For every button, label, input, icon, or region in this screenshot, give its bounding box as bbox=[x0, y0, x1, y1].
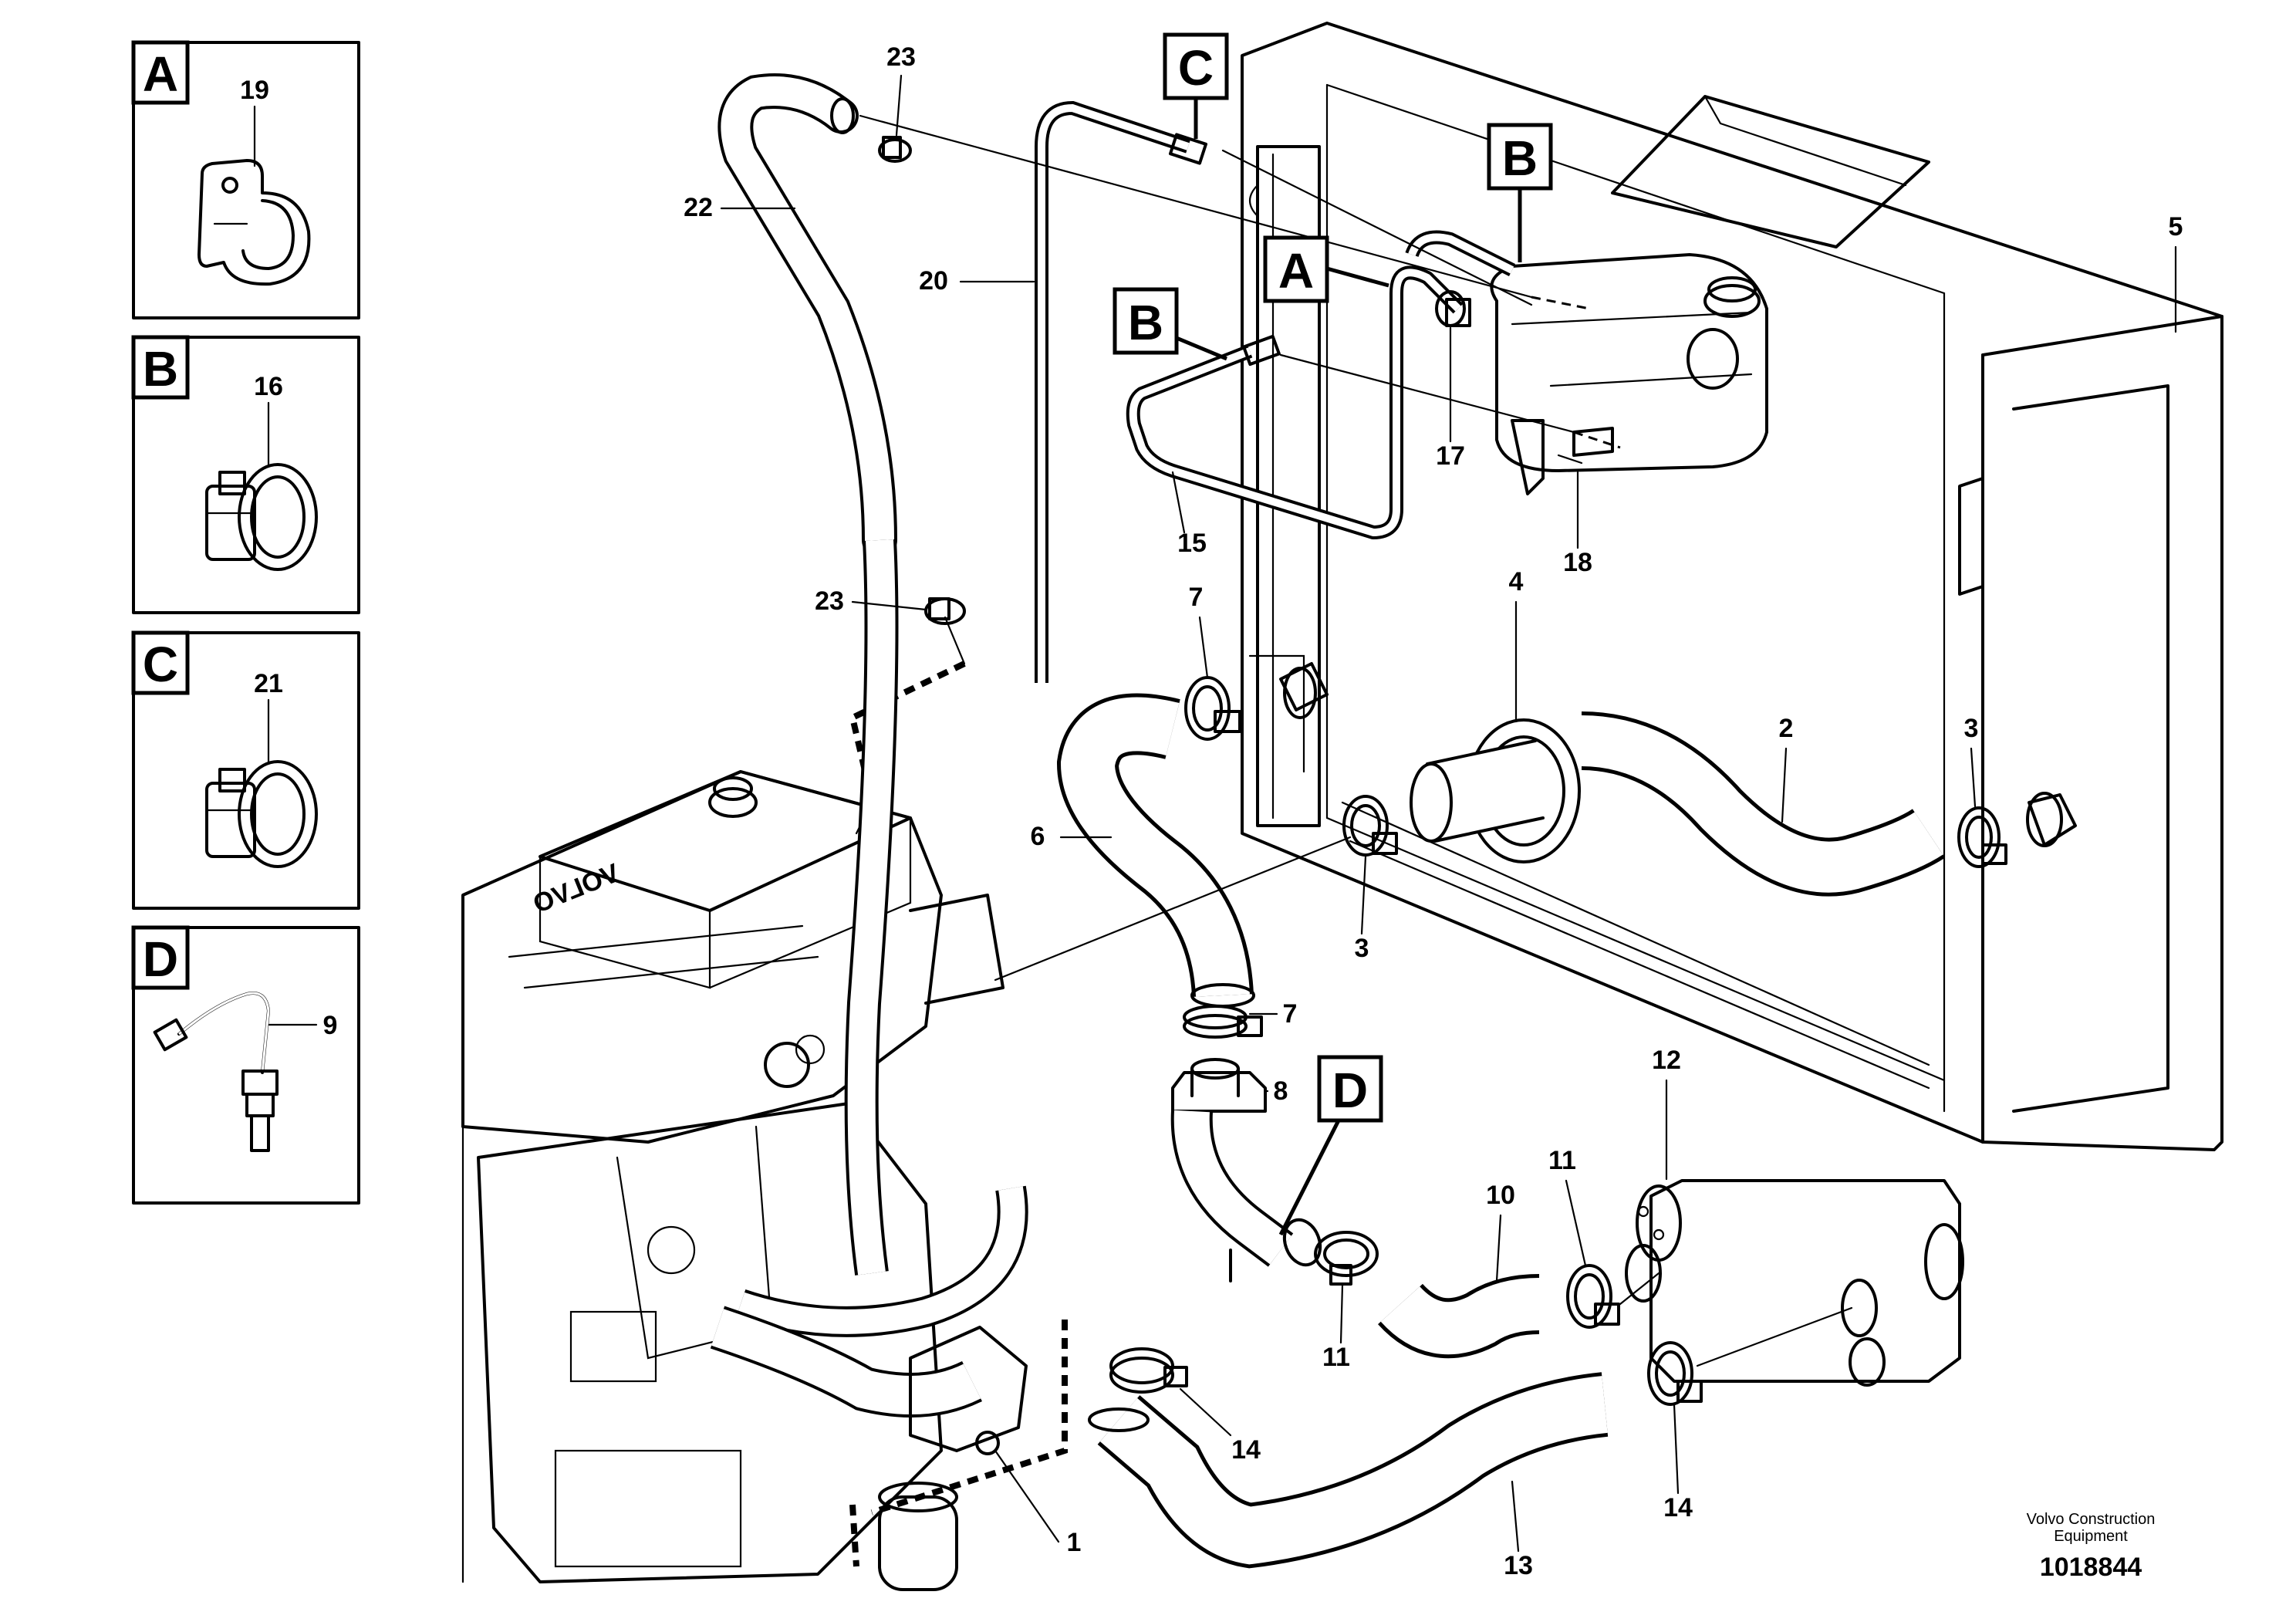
hose-2-assembly bbox=[1410, 718, 1581, 863]
inset-b-letter: B bbox=[143, 341, 178, 397]
part-labels: 23 22 20 23 15 17 18 5 4 7 2 3 6 3 7 8 1… bbox=[684, 42, 2183, 1580]
label-3-left: 3 bbox=[1355, 934, 1369, 963]
pipe-20 bbox=[1035, 100, 1190, 683]
inset-c-part-label: 21 bbox=[254, 669, 283, 698]
label-12: 12 bbox=[1652, 1046, 1681, 1075]
svg-text:B: B bbox=[1128, 295, 1163, 350]
label-11-right: 11 bbox=[1548, 1146, 1576, 1175]
clamp-3-right bbox=[1957, 806, 2007, 868]
expansion-tank bbox=[1490, 253, 1768, 495]
svg-text:A: A bbox=[1278, 243, 1314, 299]
pipe-15 bbox=[1126, 265, 1464, 539]
inset-a: A 19 bbox=[131, 40, 360, 319]
label-3-right: 3 bbox=[1964, 714, 1979, 743]
label-20: 20 bbox=[919, 266, 948, 296]
fitting-8 bbox=[1170, 1058, 1322, 1282]
label-13: 13 bbox=[1504, 1551, 1533, 1580]
label-1: 1 bbox=[1067, 1528, 1082, 1557]
thermostat-housing-1 bbox=[878, 1326, 1028, 1591]
clamp-3-left bbox=[1342, 795, 1398, 857]
label-17: 17 bbox=[1436, 441, 1465, 471]
inset-a-part-label: 19 bbox=[240, 76, 269, 105]
callout-box-c: C bbox=[1163, 32, 1229, 139]
clamp-19-icon bbox=[198, 159, 311, 286]
label-7-lower: 7 bbox=[1283, 999, 1298, 1029]
label-14-right: 14 bbox=[1663, 1493, 1693, 1522]
callout-box-a: A bbox=[1263, 235, 1389, 303]
inset-b: B 16 bbox=[131, 335, 360, 614]
label-14-left: 14 bbox=[1231, 1435, 1261, 1465]
callout-box-d: D bbox=[1278, 1055, 1383, 1236]
credit-company: Volvo Construction bbox=[2027, 1511, 2156, 1528]
clamp-14-left bbox=[1109, 1347, 1188, 1394]
engine-block: VOLVO bbox=[461, 770, 1004, 1583]
label-22: 22 bbox=[684, 193, 713, 222]
svg-text:D: D bbox=[1332, 1063, 1368, 1118]
label-7-upper: 7 bbox=[1189, 583, 1204, 612]
inset-a-letter: A bbox=[143, 46, 178, 102]
inset-b-part-label: 16 bbox=[254, 372, 283, 401]
clamp-16-icon bbox=[205, 463, 318, 571]
label-23-top: 23 bbox=[886, 42, 916, 72]
label-8: 8 bbox=[1274, 1076, 1288, 1106]
clamp-7-upper bbox=[1184, 676, 1241, 741]
label-2: 2 bbox=[1779, 714, 1794, 743]
callout-box-b-top: B bbox=[1487, 123, 1553, 262]
clamp-17 bbox=[1435, 290, 1466, 327]
callout-box-b-mid: B bbox=[1113, 287, 1227, 361]
label-23-lower: 23 bbox=[815, 586, 844, 616]
label-10: 10 bbox=[1486, 1181, 1515, 1210]
credit-company-line2: Equipment bbox=[2054, 1528, 2128, 1545]
clamp-14-right bbox=[1647, 1341, 1703, 1406]
inset-c: C 21 bbox=[131, 630, 360, 910]
clamp-21-icon bbox=[205, 760, 318, 868]
label-15: 15 bbox=[1177, 529, 1207, 558]
credit-block: Volvo Construction Equipment 1018844 bbox=[2027, 1511, 2156, 1582]
temperature-sensor-9-icon bbox=[153, 992, 279, 1152]
label-11-left: 11 bbox=[1322, 1343, 1350, 1372]
inset-d-part-label: 9 bbox=[323, 1011, 338, 1040]
label-18: 18 bbox=[1563, 548, 1592, 577]
label-5: 5 bbox=[2169, 212, 2183, 242]
drawing-reference-number: 1018844 bbox=[2040, 1553, 2142, 1582]
clamp-23-upper bbox=[878, 136, 912, 163]
inset-d-letter: D bbox=[143, 931, 178, 987]
inset-c-letter: C bbox=[143, 637, 178, 692]
svg-text:C: C bbox=[1178, 40, 1214, 96]
svg-text:B: B bbox=[1502, 130, 1538, 186]
clamp-11-right bbox=[1566, 1264, 1620, 1329]
clamp-23-lower bbox=[924, 597, 966, 625]
label-4: 4 bbox=[1509, 567, 1524, 596]
clamp-7-lower bbox=[1183, 1005, 1263, 1039]
radiator bbox=[1241, 22, 2223, 1151]
inset-d: D 9 bbox=[131, 925, 360, 1205]
label-6: 6 bbox=[1031, 822, 1045, 851]
clamp-11-left bbox=[1314, 1231, 1379, 1286]
